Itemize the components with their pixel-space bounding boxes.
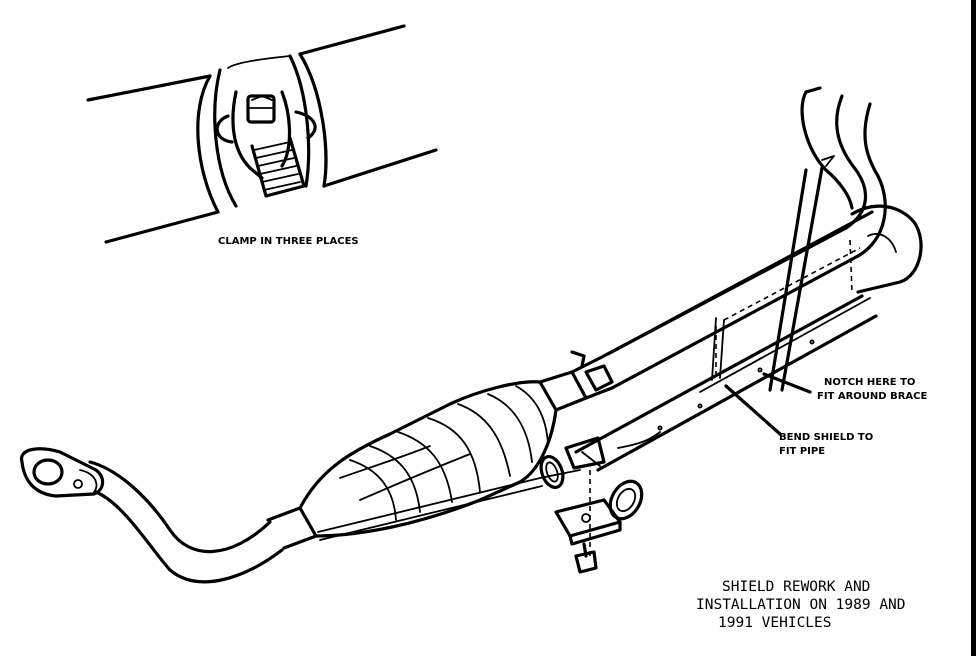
caption-line3: 1991 VEHICLES (718, 615, 832, 631)
bend-label-line2: FIT PIPE (779, 446, 826, 457)
tail-pipe (570, 86, 923, 400)
inlet-pipe (20, 447, 284, 584)
heat-shield (574, 239, 878, 556)
caption-line2: INSTALLATION ON 1989 AND (696, 597, 906, 613)
notch-label-line1: NOTCH HERE TO (824, 377, 916, 388)
leader-lines (724, 372, 812, 436)
caption-line1: SHIELD REWORK AND (722, 579, 871, 595)
hanger-bracket (539, 350, 644, 574)
clamp-label: CLAMP IN THREE PLACES (218, 236, 359, 247)
clamp-detail-inset (86, 24, 438, 244)
catalytic-converter (266, 370, 588, 550)
right-border (971, 0, 976, 656)
notch-label-line2: FIT AROUND BRACE (817, 391, 928, 402)
bend-label-line1: BEND SHIELD TO (779, 432, 874, 443)
